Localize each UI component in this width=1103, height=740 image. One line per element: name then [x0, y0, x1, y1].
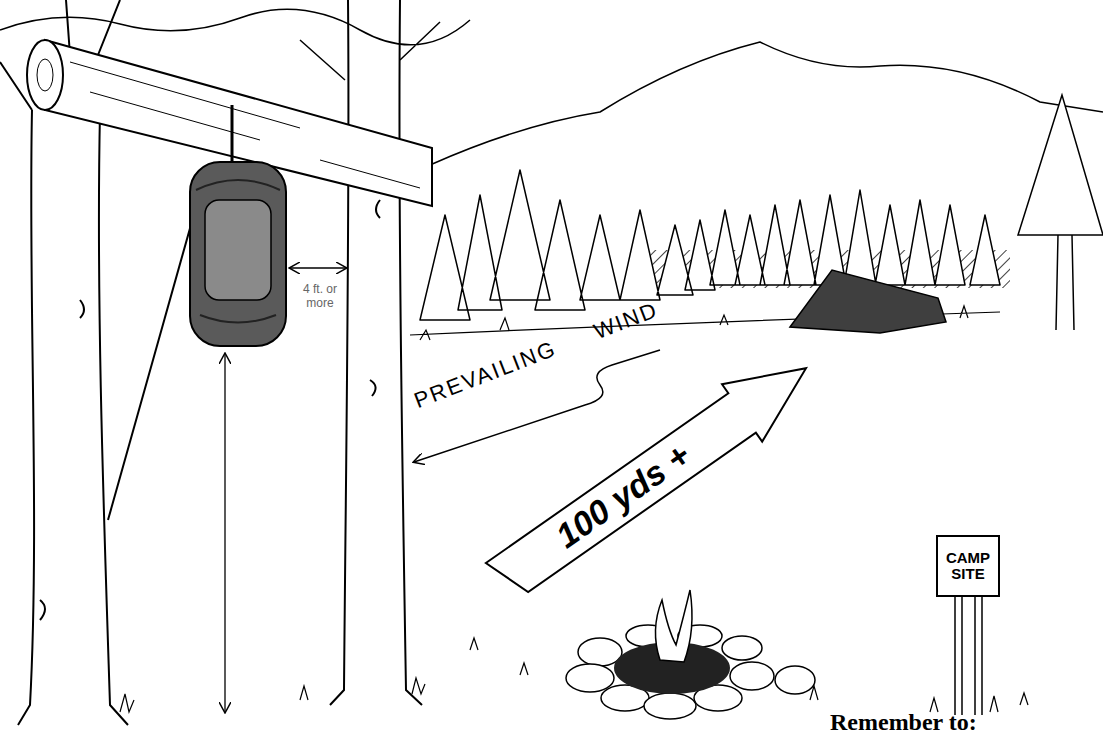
rock: [578, 638, 622, 666]
right-tree-trunk: [330, 0, 422, 705]
mountain-ridge: [430, 42, 1103, 165]
hanging-strap: [231, 105, 234, 165]
log-ring: [37, 59, 53, 91]
distance-arrow-shape: 100 yds +: [476, 338, 829, 615]
right-edge-tree: [1018, 95, 1103, 235]
sign-post: [955, 597, 982, 715]
distance-dimension-arrow: [290, 267, 346, 268]
fire-ring: [566, 590, 815, 719]
rock: [722, 636, 762, 660]
arrow-outline-shape: [480, 339, 827, 611]
distance-note: 4 ft. or more: [298, 282, 342, 311]
log-end: [27, 40, 63, 110]
node-text: 100 yds +: [550, 437, 698, 556]
rock: [644, 693, 696, 719]
grass: [120, 638, 1028, 712]
campsite-sign: CAMP SITE: [936, 535, 1000, 597]
rock: [566, 664, 614, 692]
rock: [730, 662, 774, 690]
right-edge-trunk: [1056, 235, 1074, 330]
tent: [790, 270, 946, 333]
reminder-heading: Remember to:: [830, 708, 1090, 737]
node-text: CAMP SITE: [940, 550, 996, 583]
flames: [655, 590, 692, 662]
backpack-straps: [196, 180, 280, 323]
backpack: [190, 162, 286, 346]
rock: [775, 666, 815, 694]
backpack-pocket: [205, 200, 271, 300]
height-dimension-arrow: [224, 354, 225, 712]
